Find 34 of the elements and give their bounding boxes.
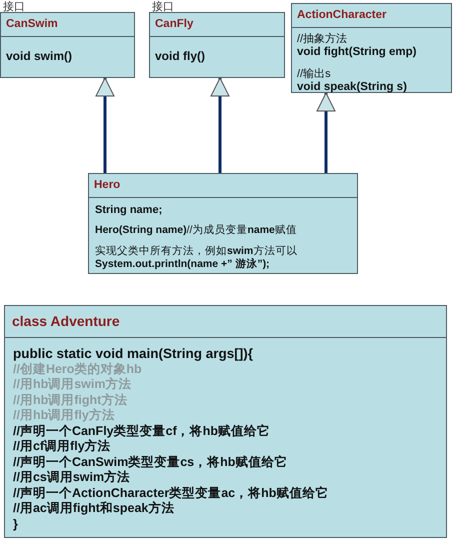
member-text: public static void main(String args[]){ bbox=[13, 346, 254, 362]
comment-text: //抽象方法 bbox=[297, 32, 348, 46]
code-comment: //声明一个ActionCharacter类型变量ac，将hb赋值给它 bbox=[13, 486, 330, 501]
class-box bbox=[88, 173, 358, 274]
class-name: Hero bbox=[89, 174, 357, 198]
class-name: ActionCharacter bbox=[292, 4, 451, 28]
code-comment: //用ac调用fight和speak方法 bbox=[13, 501, 176, 516]
inheritance-arrow bbox=[96, 78, 114, 173]
code-comment: //创建Hero类的对象hb bbox=[13, 362, 143, 377]
code-comment: //声明一个CanSwim类型变量cs，将hb赋值给它 bbox=[13, 454, 288, 470]
class-name: CanSwim bbox=[1, 13, 134, 37]
class-box bbox=[4, 305, 447, 538]
comment-text: //输出s bbox=[297, 67, 332, 81]
code-comment: //用cf调用fly方法 bbox=[13, 439, 112, 454]
member-text: void swim() bbox=[6, 49, 74, 63]
note-text: Hero(String name)//为成员变量name赋值 bbox=[95, 224, 298, 237]
code-comment: //声明一个CanFly类型变量cf，将hb赋值给它 bbox=[13, 424, 272, 439]
member-text: void speak(String s) bbox=[297, 81, 408, 93]
class-name: class Adventure bbox=[5, 306, 446, 338]
member-text: String name; bbox=[95, 204, 164, 216]
class-name: CanFly bbox=[150, 13, 284, 37]
inheritance-arrow bbox=[210, 78, 230, 173]
code-comment: //用hb调用fly方法 bbox=[13, 408, 116, 424]
member-text: void fly() bbox=[155, 49, 206, 63]
inheritance-arrow bbox=[316, 92, 336, 173]
code-comment: //用hb调用swim方法 bbox=[13, 377, 132, 392]
member-text: } bbox=[13, 516, 19, 532]
stereotype-label: 接口 bbox=[3, 0, 25, 14]
stereotype-label: 接口 bbox=[152, 0, 174, 14]
class-box bbox=[291, 3, 452, 93]
code-comment: //用hb调用fight方法 bbox=[13, 392, 128, 408]
code-comment: //用cs调用swim方法 bbox=[13, 470, 132, 486]
note-text: 实现父类中所有方法，例如swim方法可以 System.out.println(name +” 游泳”); bbox=[95, 245, 298, 271]
member-text: void fight(String emp) bbox=[297, 46, 418, 58]
